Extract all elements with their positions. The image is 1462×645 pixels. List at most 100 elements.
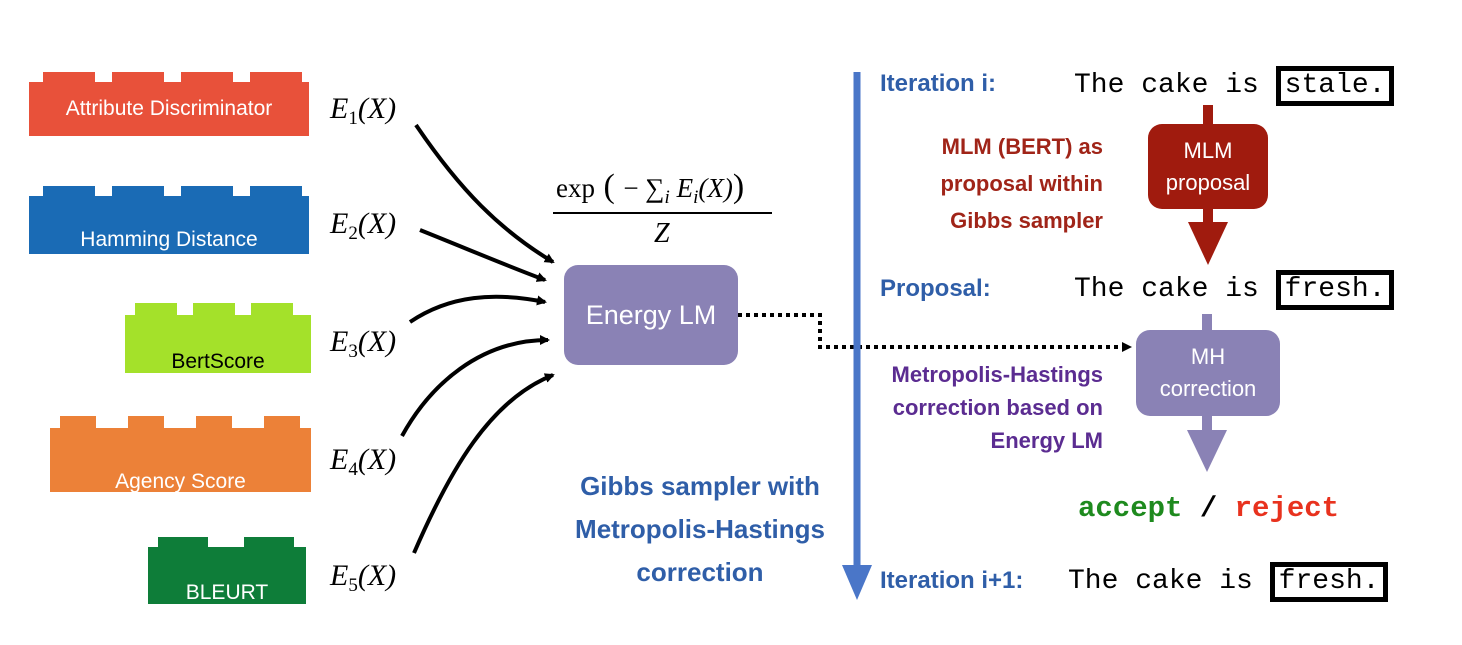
caption-line: correction bbox=[636, 557, 764, 587]
energy-lm-block: Energy LM bbox=[564, 265, 738, 365]
mlm-note: MLM (BERT) as proposal within Gibbs samp… bbox=[880, 128, 1103, 239]
arrow-e3 bbox=[408, 294, 547, 324]
proposal-label: Proposal: bbox=[880, 275, 991, 302]
arrow-e4 bbox=[400, 335, 550, 437]
decision-separator: / bbox=[1199, 492, 1218, 525]
brick-label: BertScore bbox=[171, 350, 265, 373]
block-line: proposal bbox=[1165, 169, 1251, 195]
energy-label-4: E4(X) bbox=[330, 443, 396, 481]
arrow-e5 bbox=[412, 373, 555, 554]
brick-stud bbox=[193, 303, 235, 315]
brick-label: BLEURT bbox=[185, 580, 269, 604]
proposal-sentence: The cake is fresh. bbox=[1074, 270, 1395, 310]
brick-stud bbox=[264, 416, 300, 428]
caption-line: Metropolis-Hastings bbox=[575, 514, 825, 544]
block-line: MLM bbox=[1183, 137, 1233, 163]
mlm-proposal-block: MLM proposal bbox=[1148, 124, 1268, 209]
sentence-text: The cake is bbox=[1074, 274, 1259, 305]
formula-denominator: Z bbox=[654, 218, 670, 249]
formula-energy: E bbox=[676, 173, 694, 203]
brick-agency-score: Agency Score bbox=[50, 416, 311, 493]
energy-argument: (X) bbox=[357, 325, 397, 358]
arrow-e1 bbox=[414, 123, 555, 264]
energy-label-5: E5(X) bbox=[330, 559, 396, 597]
mh-note: Metropolis-Hastings correction based on … bbox=[860, 358, 1103, 457]
brick-stud bbox=[158, 537, 208, 549]
brick-stud bbox=[128, 416, 164, 428]
energy-argument: (X) bbox=[357, 559, 397, 592]
brick-stud bbox=[135, 303, 177, 315]
brick-label: Hamming Distance bbox=[80, 228, 258, 251]
brick-stud bbox=[181, 72, 233, 84]
note-line: Gibbs sampler bbox=[950, 208, 1103, 233]
mh-stem-bottom bbox=[1202, 412, 1212, 432]
brick-stud bbox=[60, 416, 96, 428]
sentence-text: The cake is bbox=[1074, 70, 1259, 101]
note-line: Energy LM bbox=[990, 428, 1103, 453]
energy-label-3: E3(X) bbox=[330, 325, 396, 363]
decision-row: accept / reject bbox=[1078, 492, 1339, 525]
mlm-arrowhead bbox=[1188, 222, 1228, 265]
caption-line: Gibbs sampler with bbox=[580, 471, 820, 501]
highlighted-word: fresh. bbox=[1275, 270, 1395, 310]
brick-bleurt: BLEURT bbox=[148, 537, 306, 604]
note-line: Metropolis-Hastings bbox=[891, 362, 1103, 387]
block-line: correction bbox=[1159, 376, 1257, 401]
iteration-next-sentence: The cake is fresh. bbox=[1068, 562, 1389, 602]
note-line: correction based on bbox=[892, 395, 1103, 420]
energy-symbol: E bbox=[330, 325, 349, 358]
brick-stud bbox=[244, 537, 294, 549]
energy-symbol: E bbox=[330, 559, 349, 592]
reject-label: reject bbox=[1234, 492, 1340, 525]
mh-stem-top bbox=[1202, 314, 1212, 334]
formula-argument: (X) bbox=[698, 173, 733, 203]
block-line: MH bbox=[1190, 344, 1226, 369]
brick-body: Attribute Discriminator bbox=[29, 82, 309, 136]
energy-symbol: E bbox=[330, 443, 349, 476]
brick-stud bbox=[196, 416, 232, 428]
sentence-text: The cake is bbox=[1068, 566, 1253, 597]
energy-label-1: E1(X) bbox=[330, 92, 396, 130]
dotted-connector bbox=[738, 313, 1132, 352]
highlighted-word: fresh. bbox=[1269, 562, 1389, 602]
brick-stud bbox=[43, 72, 95, 84]
formula-sum-index: i bbox=[664, 187, 670, 208]
highlighted-word: stale. bbox=[1275, 66, 1395, 106]
brick-bertscore: BertScore bbox=[125, 303, 311, 373]
energy-index: 5 bbox=[348, 575, 358, 596]
accept-label: accept bbox=[1078, 492, 1183, 525]
brick-stud bbox=[112, 72, 164, 84]
brick-stud bbox=[251, 303, 293, 315]
note-line: MLM (BERT) as bbox=[941, 134, 1103, 159]
mlm-stem-top bbox=[1203, 105, 1213, 125]
energy-label-2: E2(X) bbox=[330, 207, 396, 245]
mh-correction-block: MH correction bbox=[1136, 330, 1280, 416]
brick-hamming-distance: Hamming Distance bbox=[29, 186, 309, 254]
energy-argument: (X) bbox=[357, 92, 397, 125]
brick-stud bbox=[112, 186, 164, 198]
note-line: proposal within bbox=[940, 171, 1103, 196]
brick-label: Attribute Discriminator bbox=[65, 97, 273, 120]
brick-stud bbox=[250, 186, 302, 198]
formula-numerator: exp ( − ∑i Ei(X)) bbox=[556, 168, 745, 208]
formula-sum: − ∑ bbox=[623, 173, 665, 203]
energy-index: 1 bbox=[348, 108, 358, 129]
energy-lm-label: Energy LM bbox=[585, 299, 717, 330]
mh-arrowhead bbox=[1187, 430, 1227, 472]
energy-symbol: E bbox=[330, 92, 349, 125]
brick-attribute-discriminator: Attribute Discriminator bbox=[29, 72, 309, 136]
brick-body: Hamming Distance bbox=[29, 196, 309, 254]
brick-body: BLEURT bbox=[148, 547, 306, 604]
gibbs-caption: Gibbs sampler with Metropolis-Hastings c… bbox=[540, 465, 860, 594]
energy-index: 2 bbox=[348, 223, 358, 244]
brick-label: Agency Score bbox=[115, 470, 246, 493]
brick-body: BertScore bbox=[125, 315, 311, 373]
brick-stud bbox=[250, 72, 302, 84]
arrow-e2 bbox=[419, 228, 547, 282]
brick-body: Agency Score bbox=[50, 428, 311, 493]
energy-symbol: E bbox=[330, 207, 349, 240]
iteration-next-label: Iteration i+1: bbox=[880, 567, 1024, 594]
brick-stud bbox=[181, 186, 233, 198]
energy-index: 3 bbox=[348, 341, 358, 362]
